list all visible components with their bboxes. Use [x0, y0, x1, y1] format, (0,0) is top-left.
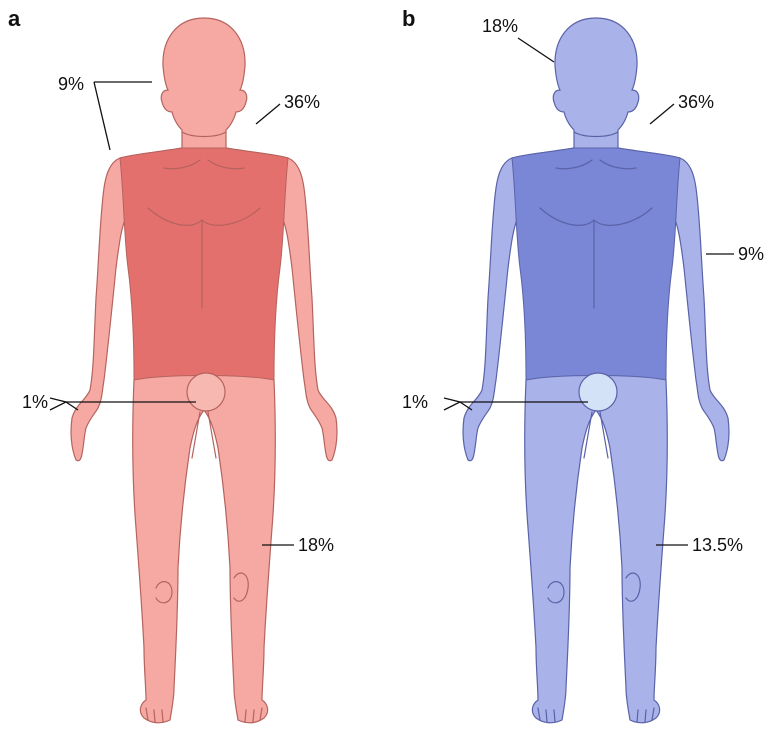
leader-hands-a — [50, 398, 66, 410]
label-head-arm-a: 9% — [58, 74, 84, 94]
leader-trunk-b — [650, 104, 674, 124]
leader-hand-tip-a — [66, 402, 78, 410]
label-leg-a: 18% — [298, 535, 334, 555]
panel-b-letter: b — [402, 6, 415, 31]
label-perineum-b: 1% — [402, 392, 428, 412]
leader-arm-a — [94, 82, 110, 150]
label-trunk-a: 36% — [284, 92, 320, 112]
trunk-region-b — [512, 148, 680, 380]
body-figure-a — [71, 18, 337, 723]
leader-hands-b — [444, 398, 460, 410]
panel-a: a 9% 36% 1% 18% — [8, 6, 337, 723]
perineum-circle-b — [579, 373, 617, 411]
perineum-circle-a — [187, 373, 225, 411]
trunk-region-a — [120, 148, 288, 380]
leader-head-b — [518, 38, 554, 62]
label-trunk-b: 36% — [678, 92, 714, 112]
body-figure-b — [463, 18, 729, 723]
panel-b: b 18% 36% 9% 1% 13.5% — [402, 6, 764, 723]
panel-a-letter: a — [8, 6, 21, 31]
label-head-b: 18% — [482, 16, 518, 36]
label-arm-b: 9% — [738, 244, 764, 264]
label-leg-b: 13.5% — [692, 535, 743, 555]
leader-trunk-a — [256, 104, 280, 124]
label-perineum-a: 1% — [22, 392, 48, 412]
